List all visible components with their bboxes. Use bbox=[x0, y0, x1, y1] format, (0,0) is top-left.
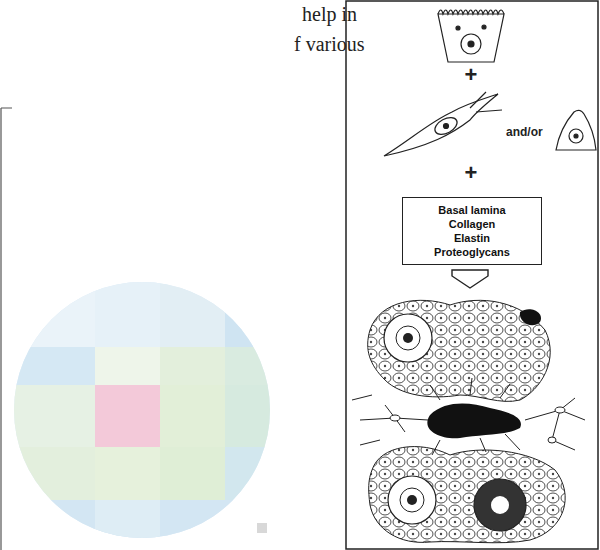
pixel-circle bbox=[0, 270, 300, 550]
nucleus bbox=[569, 129, 583, 143]
granule bbox=[482, 25, 486, 29]
small-mark bbox=[257, 523, 267, 533]
pixel bbox=[225, 347, 290, 385]
fibroblast-nucleus bbox=[555, 407, 565, 413]
nucleolus bbox=[574, 134, 578, 138]
pixel bbox=[14, 347, 95, 385]
panel-frame bbox=[346, 1, 598, 549]
cell-outline bbox=[384, 94, 498, 156]
pixel bbox=[95, 500, 160, 550]
pixel bbox=[95, 385, 160, 447]
component-name: Basal lamina bbox=[411, 203, 533, 217]
component-box: Basal laminaCollagenElastinProteoglycans bbox=[402, 197, 542, 265]
cell-outline bbox=[556, 110, 596, 150]
pixel bbox=[225, 282, 290, 347]
lumen bbox=[396, 326, 420, 350]
component-name: Elastin bbox=[411, 231, 533, 245]
nucleolus bbox=[468, 41, 474, 47]
lumen bbox=[400, 488, 424, 512]
pixel bbox=[160, 282, 225, 347]
fibroblast-nucleus bbox=[548, 437, 556, 443]
fiber bbox=[352, 395, 380, 445]
pixel bbox=[14, 500, 290, 550]
component-name: Proteoglycans bbox=[411, 245, 533, 259]
fiber bbox=[525, 398, 585, 450]
nucleus bbox=[461, 34, 481, 54]
secretion bbox=[407, 495, 417, 505]
page-text: help in bbox=[302, 2, 357, 26]
hollow-arrow bbox=[452, 270, 488, 288]
page-text: f various bbox=[294, 32, 365, 56]
acinus bbox=[384, 314, 432, 362]
pixel bbox=[0, 270, 300, 550]
cell-outline bbox=[438, 14, 504, 62]
dark-vessel bbox=[427, 404, 521, 439]
stromal-cells bbox=[390, 407, 565, 443]
dark-acinus bbox=[474, 479, 526, 531]
stromal-fibers bbox=[352, 378, 585, 455]
fiber bbox=[430, 378, 510, 400]
pixel bbox=[160, 347, 225, 385]
pixel bbox=[95, 282, 160, 347]
granule bbox=[456, 26, 460, 30]
epithelial-cluster bbox=[369, 447, 566, 543]
tissue-section bbox=[352, 300, 585, 542]
process bbox=[470, 92, 502, 112]
pixel bbox=[14, 385, 95, 447]
pixel bbox=[225, 385, 290, 447]
pixel bbox=[30, 282, 95, 347]
connector-word: and/or bbox=[506, 125, 543, 139]
microvilli bbox=[438, 10, 504, 14]
fibroblast-nucleus bbox=[390, 415, 400, 421]
epithelial-cluster bbox=[368, 300, 551, 401]
pixel bbox=[95, 347, 160, 385]
secretion bbox=[403, 333, 413, 343]
mesenchymal-cell bbox=[556, 110, 596, 150]
pixel bbox=[225, 447, 290, 500]
plus-sign: + bbox=[465, 160, 478, 186]
figure-frame bbox=[1, 108, 12, 550]
pixel bbox=[95, 447, 160, 500]
epithelial-cell bbox=[438, 10, 504, 62]
pixel bbox=[14, 447, 95, 500]
pixel bbox=[160, 385, 225, 447]
component-name: Collagen bbox=[411, 217, 533, 231]
fibroblast bbox=[384, 92, 502, 156]
pixel bbox=[160, 447, 225, 500]
plus-sign: + bbox=[465, 62, 478, 88]
lumen bbox=[491, 496, 509, 514]
acinus bbox=[388, 476, 436, 524]
nucleus bbox=[432, 114, 460, 138]
fiber bbox=[360, 405, 428, 432]
nucleolus bbox=[444, 124, 449, 129]
dark-cell bbox=[520, 309, 541, 325]
fiber bbox=[432, 434, 520, 455]
